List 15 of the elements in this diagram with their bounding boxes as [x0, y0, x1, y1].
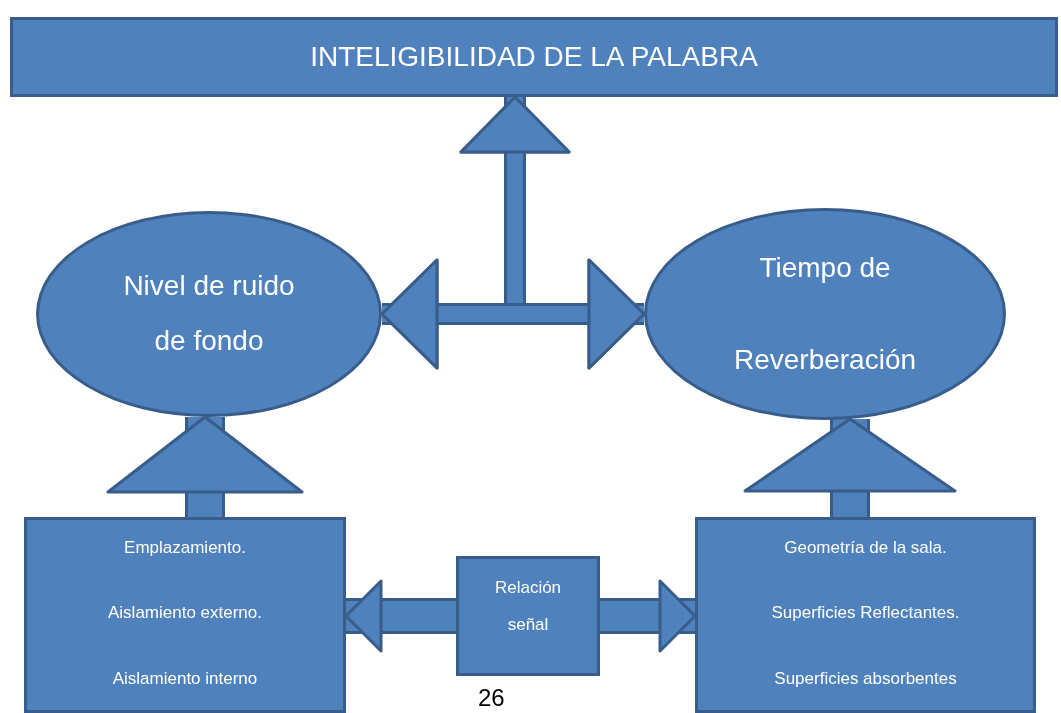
rectangle-node: [695, 517, 1036, 713]
node-text: INTELIGIBILIDAD DE LA PALABRA: [310, 40, 758, 74]
node-text: Nivel de ruido de fondo: [122, 269, 296, 358]
node-text: Emplazamiento.: [124, 538, 246, 559]
rectangle-node: [456, 556, 600, 676]
rectangle-node: [24, 517, 346, 713]
page-number: 26: [478, 686, 505, 710]
node-text: Tiempo de Reverberación: [732, 250, 918, 377]
node-text: Geometría de la sala.: [784, 538, 947, 559]
node-text: Aislamiento interno: [112, 668, 258, 690]
node-text: Aislamiento externo.: [108, 603, 262, 624]
node-text: Relación señal: [493, 577, 563, 637]
node-text: Superficies Reflectantes.: [771, 603, 960, 624]
rectangle-node: [10, 17, 1058, 97]
node-text: Superficies absorbentes: [774, 668, 957, 690]
